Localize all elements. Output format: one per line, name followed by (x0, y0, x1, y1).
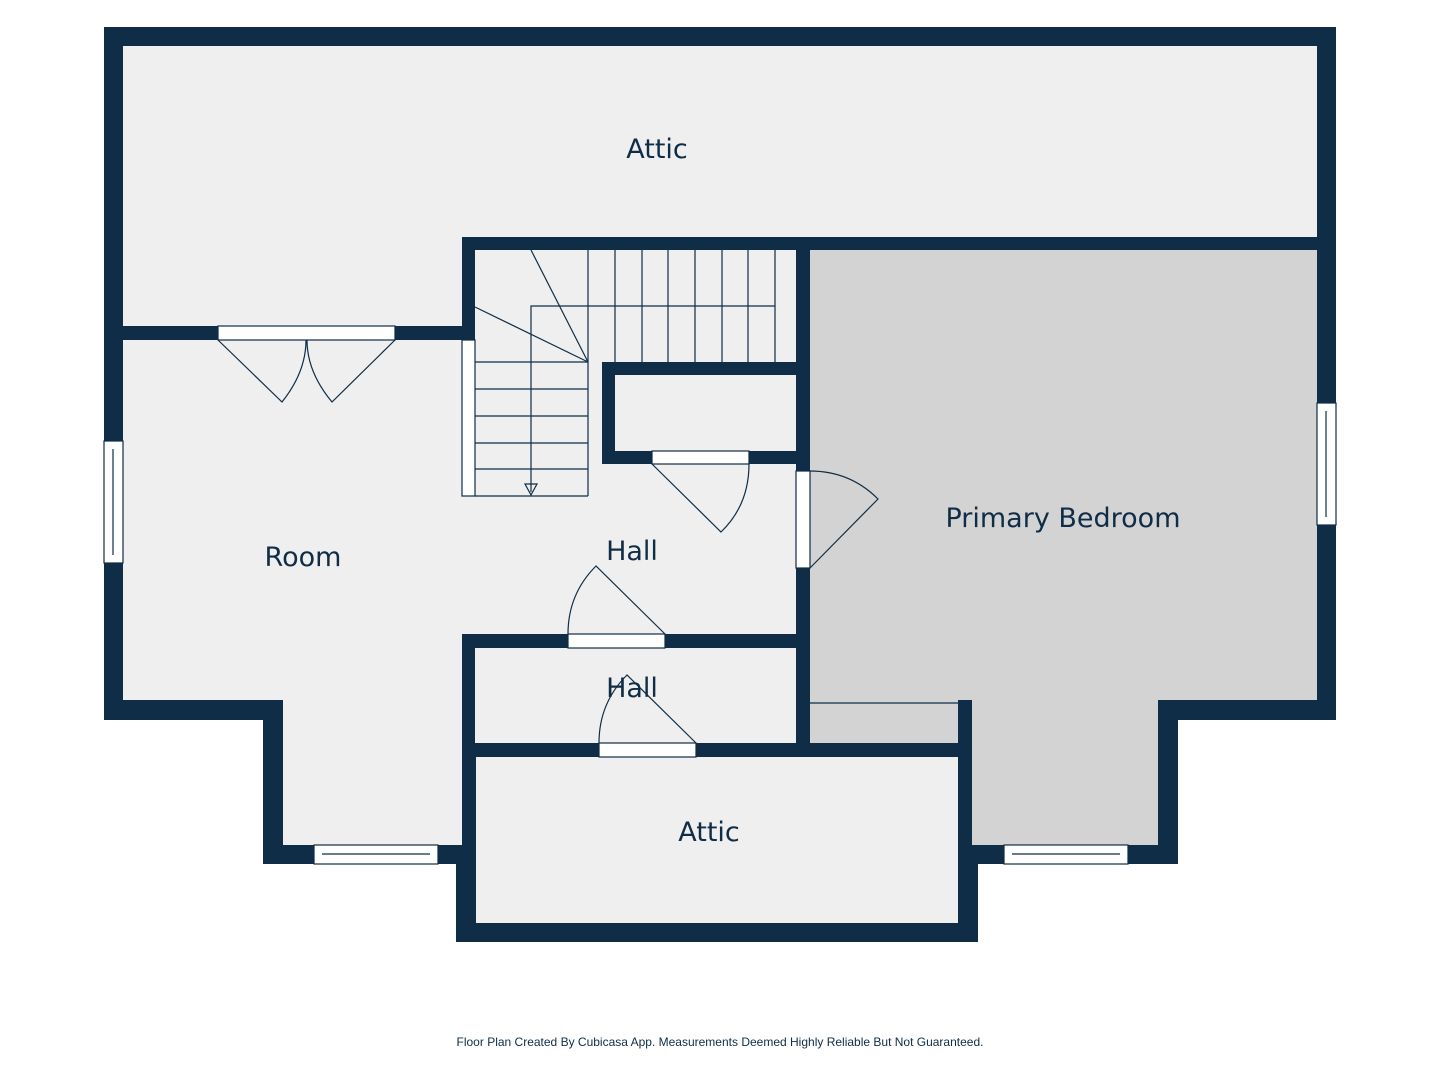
double-door-frame (217, 325, 396, 341)
room-label-attic-top: Attic (626, 134, 688, 165)
attic-door-frame (598, 742, 697, 758)
hall-door-frame (567, 633, 666, 649)
staircase (461, 249, 776, 497)
bedroom-door-frame (795, 470, 811, 569)
attic-door-swing-icon (598, 674, 697, 744)
room-label-hall-lower: Hall (606, 673, 658, 704)
room-label-hall-upper: Hall (606, 536, 658, 567)
double-door-right-icon (306, 339, 396, 403)
closet-floor (615, 375, 796, 451)
room-label-attic-bottom: Attic (678, 817, 740, 848)
stair-direction-arrow-icon (523, 483, 539, 497)
double-door-left-icon (217, 339, 307, 403)
attic-top-floor (123, 46, 1317, 326)
bedroom-door-swing-icon (809, 470, 879, 569)
closet-door-frame (651, 450, 750, 465)
attic-bottom-floor (476, 757, 958, 923)
windows (103, 402, 1337, 865)
hall-door-swing-icon (567, 565, 666, 635)
room-label-room: Room (265, 542, 342, 573)
doors (217, 325, 879, 758)
hall-lower-floor (475, 648, 796, 743)
room-label-primary-bedroom: Primary Bedroom (945, 503, 1180, 534)
closet-door-swing-icon (651, 463, 750, 533)
footer-disclaimer: Floor Plan Created By Cubicasa App. Meas… (456, 1035, 984, 1049)
floors (123, 46, 1317, 923)
primary-bedroom-floor (810, 250, 1317, 845)
stair-rail (461, 339, 476, 497)
